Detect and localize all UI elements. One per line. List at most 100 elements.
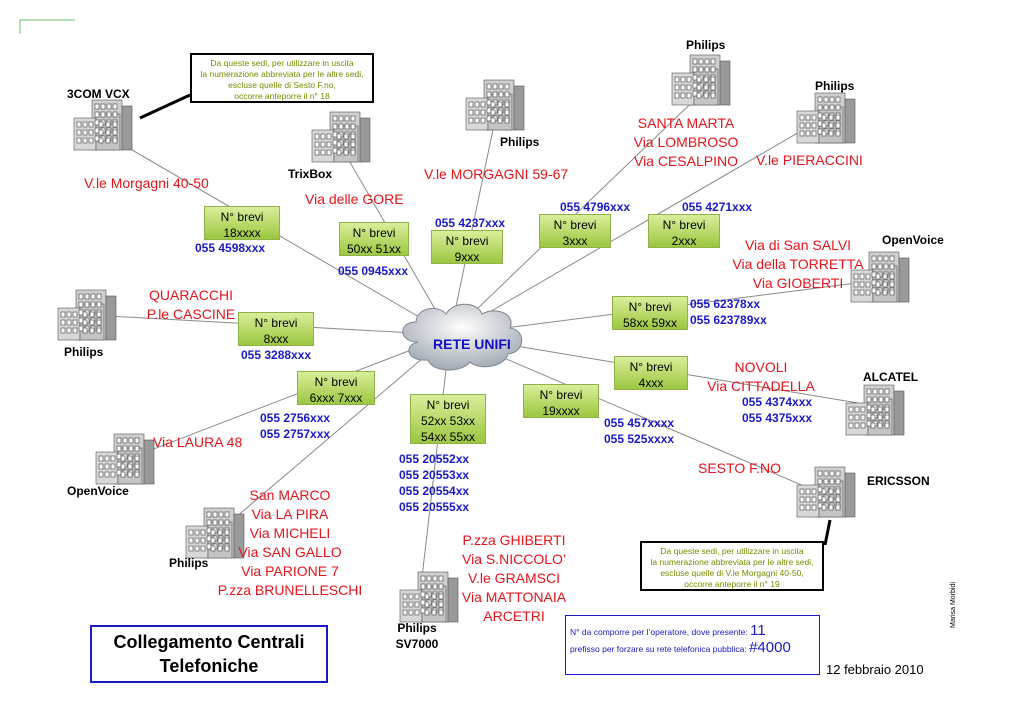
short-number-box-18xxxx: N° brevi 18xxxx	[204, 206, 280, 240]
cloud-icon	[402, 303, 523, 371]
address-line: V.le PIERACCINI	[756, 152, 863, 168]
legend-operator-value: 11	[750, 622, 766, 639]
note-line: Da queste sedi, per utilizzare in uscita	[660, 546, 804, 556]
address-group-gore: Via delle GORE	[305, 190, 404, 209]
box-line: N° brevi	[352, 226, 396, 240]
building-icon-ericsson	[796, 466, 856, 518]
box-line: N° brevi	[553, 218, 597, 232]
legend-operator-text: N° da comporre per l’operatore, dove pre…	[570, 627, 748, 637]
legend-box: N° da comporre per l’operatore, dove pre…	[565, 615, 820, 675]
address-group-morgagni-40: V.le Morgagni 40-50	[84, 174, 209, 193]
vendor-label-philips-left: Philips	[64, 345, 104, 359]
box-line: N° brevi	[628, 300, 672, 314]
address-line: V.le GRAMSCI	[467, 570, 561, 586]
address-line: V.le MORGAGNI 59-67	[424, 166, 569, 182]
phone-number: 055 4237xxx	[435, 216, 506, 230]
phone-number-group: 055 20552xx 055 20553xx 055 20554xx 055 …	[399, 451, 469, 515]
phone-number: 055 4374xxx	[742, 395, 813, 409]
box-line: 6xxx 7xxx	[309, 391, 363, 405]
note-line: Da queste sedi, per utilizzare in uscita	[210, 58, 354, 68]
line-openvoice-left	[124, 334, 451, 461]
line-3com	[114, 139, 451, 336]
phone-number: 055 4598xxx	[195, 241, 266, 255]
address-line: Via PARIONE 7	[241, 563, 339, 579]
box-line: N° brevi	[220, 210, 264, 224]
center-network-label: RETE UNIFI	[433, 336, 511, 352]
phone-number-group: 055 4374xxx 055 4375xxx	[742, 394, 812, 426]
building-icon-openvoice-left	[95, 433, 155, 485]
address-line: Via SAN GALLO	[238, 544, 342, 560]
vendor-label-philips-sv-line2: SV7000	[395, 637, 439, 651]
address-line: Via CESALPINO	[633, 153, 738, 169]
vendor-label-trixbox: TrixBox	[288, 167, 333, 181]
legend-operator-row: N° da comporre per l’operatore, dove pre…	[570, 622, 815, 639]
phone-number: 055 2756xxx	[260, 411, 331, 425]
building-icon-philips-right	[796, 92, 856, 144]
building-icon-philips-center	[465, 79, 525, 131]
building-icon-philips-left	[57, 289, 117, 341]
box-line: 9xxx	[454, 250, 480, 264]
corner-mark	[19, 19, 75, 34]
phone-number: 055 20554xx	[399, 484, 470, 498]
phone-number: 055 20553xx	[399, 468, 470, 482]
vendor-label-philips-right: Philips	[815, 79, 855, 93]
note-top: Da queste sedi, per utilizzare in uscita…	[190, 53, 374, 103]
phone-number: 055 3288xxx	[241, 348, 312, 362]
address-group-santa-marta: SANTA MARTA Via LOMBROSO Via CESALPINO	[622, 114, 750, 171]
box-line: 52xx 53xx	[420, 414, 476, 428]
document-date: 12 febbraio 2010	[826, 662, 924, 677]
note-top-connector	[139, 93, 191, 120]
box-line: N° brevi	[314, 375, 358, 389]
note-line: occorre anteporre il n° 18	[234, 91, 330, 101]
address-line: QUARACCHI	[148, 287, 233, 303]
address-line: Via GIOBERTI	[752, 275, 844, 291]
address-line: P.zza BRUNELLESCHI	[217, 582, 363, 598]
phone-number-group: 055 62378xx 055 623789xx	[690, 296, 767, 328]
note-line: escluse quelle di V.le Morgagni 40-50,	[660, 568, 804, 578]
line-philips-sv	[419, 334, 451, 596]
address-line: Via LAURA 48	[153, 434, 243, 450]
phone-number: 055 4271xxx	[682, 200, 753, 214]
note-bottom-connector	[823, 519, 832, 546]
address-line: NOVOLI	[734, 359, 788, 375]
box-line: N° brevi	[445, 234, 489, 248]
vendor-label-philips-bl: Philips	[169, 556, 209, 570]
note-bottom: Da queste sedi, per utilizzare in uscita…	[640, 541, 824, 591]
address-line: Via della TORRETTA	[732, 256, 864, 272]
address-line: SESTO F.NO	[698, 460, 781, 476]
title-line: Collegamento Centrali	[113, 632, 305, 652]
vendor-label-ericsson: ERICSSON	[867, 474, 930, 488]
box-line: 3xxx	[562, 234, 588, 248]
box-line: 54xx 55xx	[420, 430, 476, 444]
vendor-label-3com: 3COM VCX	[67, 87, 130, 101]
address-line: Via LA PIRA	[251, 506, 329, 522]
phone-number: 055 62378xx	[690, 297, 761, 311]
building-icon-trixbox	[311, 111, 371, 163]
page-title: Collegamento Centrali Telefoniche	[90, 625, 328, 683]
address-line: V.le Morgagni 40-50	[84, 175, 209, 191]
address-group-laura: Via LAURA 48	[153, 433, 242, 452]
phone-number: 055 457xxxx	[604, 416, 675, 430]
phone-number: 055 4796xxx	[560, 200, 631, 214]
address-line: P.zza GHIBERTI	[462, 532, 566, 548]
address-group-quaracchi: QUARACCHI P.le CASCINE	[136, 286, 246, 324]
box-line: 8xxx	[263, 332, 289, 346]
address-line: San MARCO	[249, 487, 331, 503]
phone-number-group: 055 457xxxx 055 525xxxx	[604, 415, 674, 447]
address-group-novoli: NOVOLI Via CITTADELLA	[696, 358, 826, 396]
phone-number: 055 20552xx	[399, 452, 470, 466]
author-name: Marisa Morbidi	[950, 582, 957, 628]
box-line: N° brevi	[662, 218, 706, 232]
short-number-box-6xxx: N° brevi 6xxx 7xxx	[297, 371, 375, 405]
vendor-label-openvoice-right: OpenVoice	[882, 233, 944, 247]
box-line: 18xxxx	[223, 226, 261, 240]
address-group-san-marco: San MARCO Via LA PIRA Via MICHELI Via SA…	[200, 486, 380, 600]
address-group-sesto: SESTO F.NO	[698, 459, 781, 478]
note-line: occorre anteporre il n° 19	[684, 579, 780, 589]
